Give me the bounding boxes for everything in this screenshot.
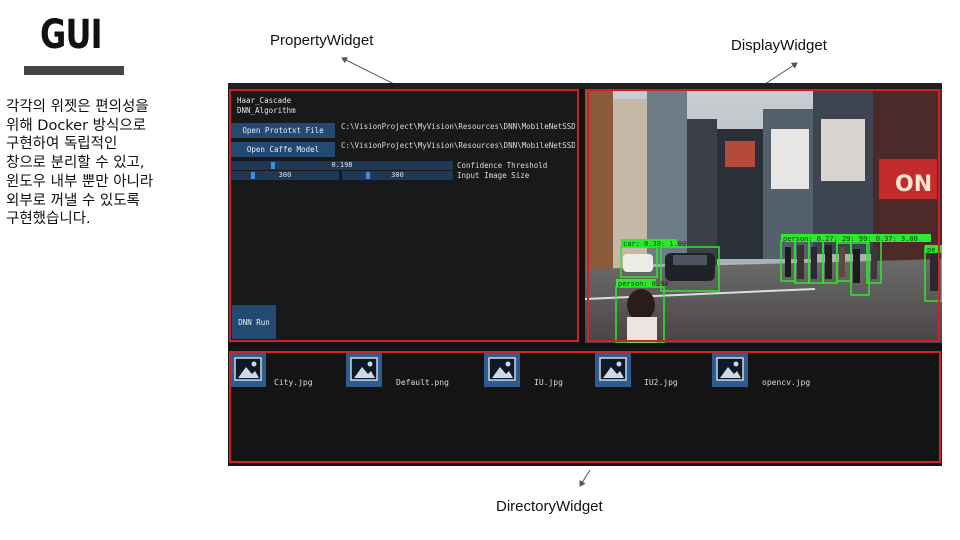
- input-height-slider[interactable]: 300: [342, 171, 453, 180]
- input-height-value: 300: [391, 171, 404, 179]
- image-file-icon: [712, 353, 748, 387]
- callout-property-widget: PropertyWidget: [270, 32, 374, 49]
- detection-label-person: person: 0.98: [618, 280, 669, 288]
- title-underline: [24, 66, 124, 75]
- confidence-slider[interactable]: 0.198: [231, 161, 453, 170]
- slide-description: 각각의 위젯은 편의성을 위해 Docker 방식으로 구현하여 독립적인 창으…: [6, 99, 154, 228]
- detection-label-crowd: person: 0.27: 29: 99: 0.37: 3.00: [783, 235, 918, 243]
- file-name: IU2.jpg: [644, 378, 678, 387]
- app-window: Haar_Cascade DNN_Algorithm Open Prototxt…: [228, 83, 942, 466]
- caffe-path: C:\VisionProject\MyVision\Resources\DNN\…: [341, 141, 575, 150]
- file-name: Default.png: [396, 378, 449, 387]
- open-caffe-button[interactable]: Open Caffe Model: [231, 142, 335, 157]
- input-height-grab[interactable]: [366, 172, 370, 179]
- prototxt-path: C:\VisionProject\MyVision\Resources\DNN\…: [341, 122, 575, 131]
- image-file-icon: [346, 353, 382, 387]
- open-prototxt-button[interactable]: Open Prototxt File: [231, 123, 335, 138]
- slide-title: GUI: [40, 12, 103, 58]
- confidence-value: 0.198: [331, 161, 353, 169]
- image-file-icon: [595, 353, 631, 387]
- file-name: IU.jpg: [534, 378, 563, 387]
- confidence-grab[interactable]: [271, 162, 275, 169]
- on-sign-text: ON: [895, 172, 932, 197]
- display-highlight-frame: [587, 89, 940, 342]
- directory-highlight-frame: [229, 351, 941, 463]
- image-file-icon: [230, 353, 266, 387]
- window-titlebar: [228, 83, 942, 89]
- image-file-icon: [484, 353, 520, 387]
- tree-item-dnn[interactable]: DNN_Algorithm: [237, 106, 296, 115]
- callout-directory-widget: DirectoryWidget: [496, 498, 603, 515]
- display-widget: ON: [585, 89, 942, 343]
- input-size-label: Input Image Size: [457, 171, 530, 180]
- dnn-run-button[interactable]: DNN Run: [232, 305, 276, 339]
- file-name: City.jpg: [274, 378, 313, 387]
- detection-label-car: car: 0.38: 1.00: [623, 240, 686, 248]
- property-widget: Haar_Cascade DNN_Algorithm Open Prototxt…: [228, 89, 578, 343]
- street-scene-image: ON: [585, 89, 942, 343]
- callout-display-widget: DisplayWidget: [731, 37, 827, 54]
- input-width-grab[interactable]: [251, 172, 255, 179]
- confidence-label: Confidence Threshold: [457, 161, 548, 170]
- tree-item-haar[interactable]: Haar_Cascade: [237, 96, 292, 105]
- property-highlight-frame: [229, 89, 579, 342]
- detection-label-edge: pe: [927, 246, 935, 254]
- input-width-value: 300: [278, 171, 292, 179]
- input-width-slider[interactable]: 300: [231, 171, 339, 180]
- file-name: opencv.jpg: [762, 378, 811, 387]
